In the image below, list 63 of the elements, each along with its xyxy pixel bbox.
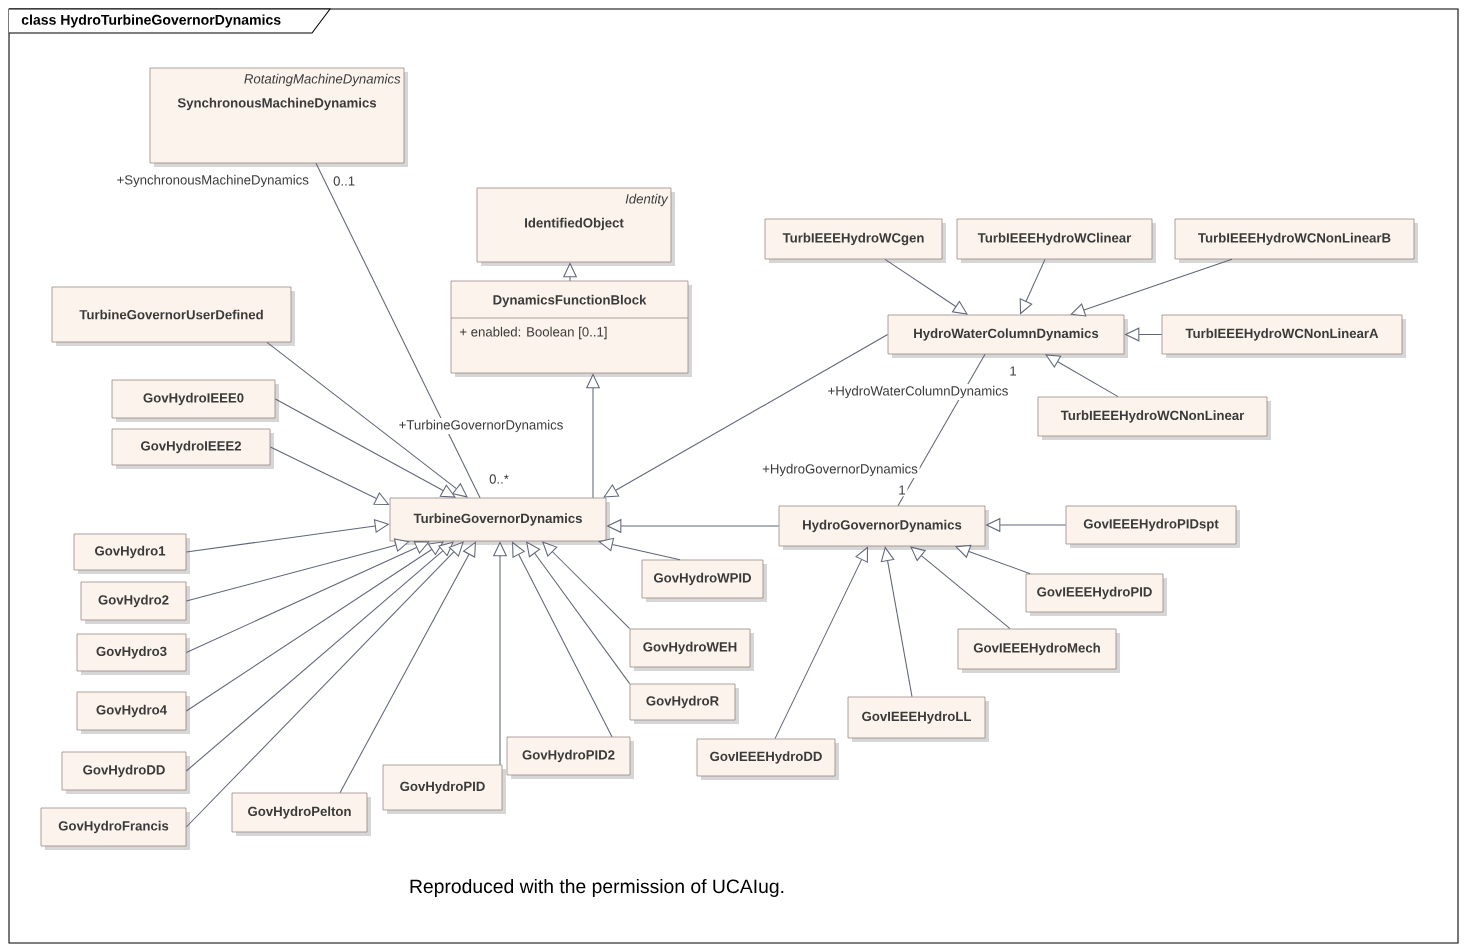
class-box: GovHydroDD (61, 751, 190, 794)
role-label: 0..1 (331, 174, 357, 188)
caption: Reproduced with the permission of UCAIug. (410, 879, 784, 897)
class-box: GovIEEEHydroLL (847, 696, 989, 742)
class-box: TurbIEEEHydroWClinear (956, 218, 1156, 263)
generalization-arrow (185, 541, 444, 712)
class-box: Identity IdentifiedObject (476, 187, 675, 266)
class-box: RotatingMachineDynamics SynchronousMachineDynamics (149, 67, 408, 167)
class-box: GovHydro3 (76, 633, 190, 675)
class-box: GovIEEEHydroMech (957, 628, 1120, 673)
class-box: TurbIEEEHydroWCNonLinearA (1161, 314, 1406, 358)
generalization-arrow (1019, 258, 1046, 315)
class-box: GovHydroPID2 (506, 736, 634, 779)
class-box: TurbineGovernorUserDefined (51, 286, 295, 346)
generalization-arrow (1070, 258, 1233, 317)
class-box: TurbIEEEHydroWCgen (764, 218, 946, 263)
generalization-arrow (1045, 354, 1119, 398)
class-box: DynamicsFunctionBlock + enabled: Boolean [0..1] (450, 280, 692, 377)
generalization-arrow (910, 546, 1011, 630)
class-box: GovHydroPelton (231, 792, 371, 836)
generalization-arrow (185, 541, 464, 828)
class-box: TurbineGovernorDynamics (389, 497, 610, 545)
generalization-arrow (266, 341, 468, 498)
role-label: 1 (896, 483, 908, 497)
generalization-arrow (269, 446, 390, 505)
class-box: GovHydroWPID (641, 559, 767, 602)
class-box: GovIEEEHydroDD (696, 738, 839, 780)
generalization-arrow (185, 541, 430, 654)
class-box: HydroGovernorDynamics (778, 505, 989, 550)
association-line (315, 162, 481, 499)
class-box: GovHydro4 (76, 691, 190, 734)
class-box: GovHydro2 (80, 581, 190, 624)
class-box: TurbIEEEHydroWCNonLinearB (1174, 218, 1418, 263)
generalization-arrow (526, 541, 631, 685)
role-label: +HydroGovernorDynamics (760, 462, 920, 478)
generalization-arrow (955, 544, 1031, 575)
generalization-arrow (598, 537, 681, 561)
class-box: GovHydro1 (73, 533, 190, 574)
generalization-arrow (274, 398, 456, 498)
role-label: +HydroWaterColumnDynamics (825, 384, 1011, 400)
generalization-arrow (185, 541, 454, 772)
generalization-arrow (884, 258, 968, 315)
class-box: GovHydroPID (382, 764, 506, 814)
class-box: GovHydroIEEE2 (111, 428, 274, 469)
generalization-arrow (185, 538, 410, 602)
role-label: +TurbineGovernorDynamics (396, 418, 566, 434)
role-label: +SynchronousMachineDynamics (114, 173, 311, 189)
class-box: GovIEEEHydroPIDspt (1065, 505, 1240, 548)
class-box: GovHydroR (629, 683, 739, 724)
class-box: GovIEEEHydroPID (1025, 573, 1167, 616)
title-tab: class HydroTurbineGovernorDynamics (8, 8, 332, 34)
class-box: GovHydroFrancis (40, 807, 190, 850)
class-box: GovHydroIEEE0 (111, 379, 279, 422)
role-label: 1 (1007, 364, 1019, 378)
class-box: GovHydroWEH (629, 628, 754, 671)
generalization-arrow (542, 541, 631, 630)
generalization-arrow (774, 546, 868, 740)
generalization-arrow (339, 541, 476, 794)
class-box: TurbIEEEHydroWCNonLinear (1037, 396, 1271, 440)
class-box: HydroWaterColumnDynamics (887, 314, 1128, 358)
generalization-arrow (603, 333, 889, 498)
role-label: 0..* (487, 472, 511, 486)
generalization-arrow (512, 541, 613, 738)
